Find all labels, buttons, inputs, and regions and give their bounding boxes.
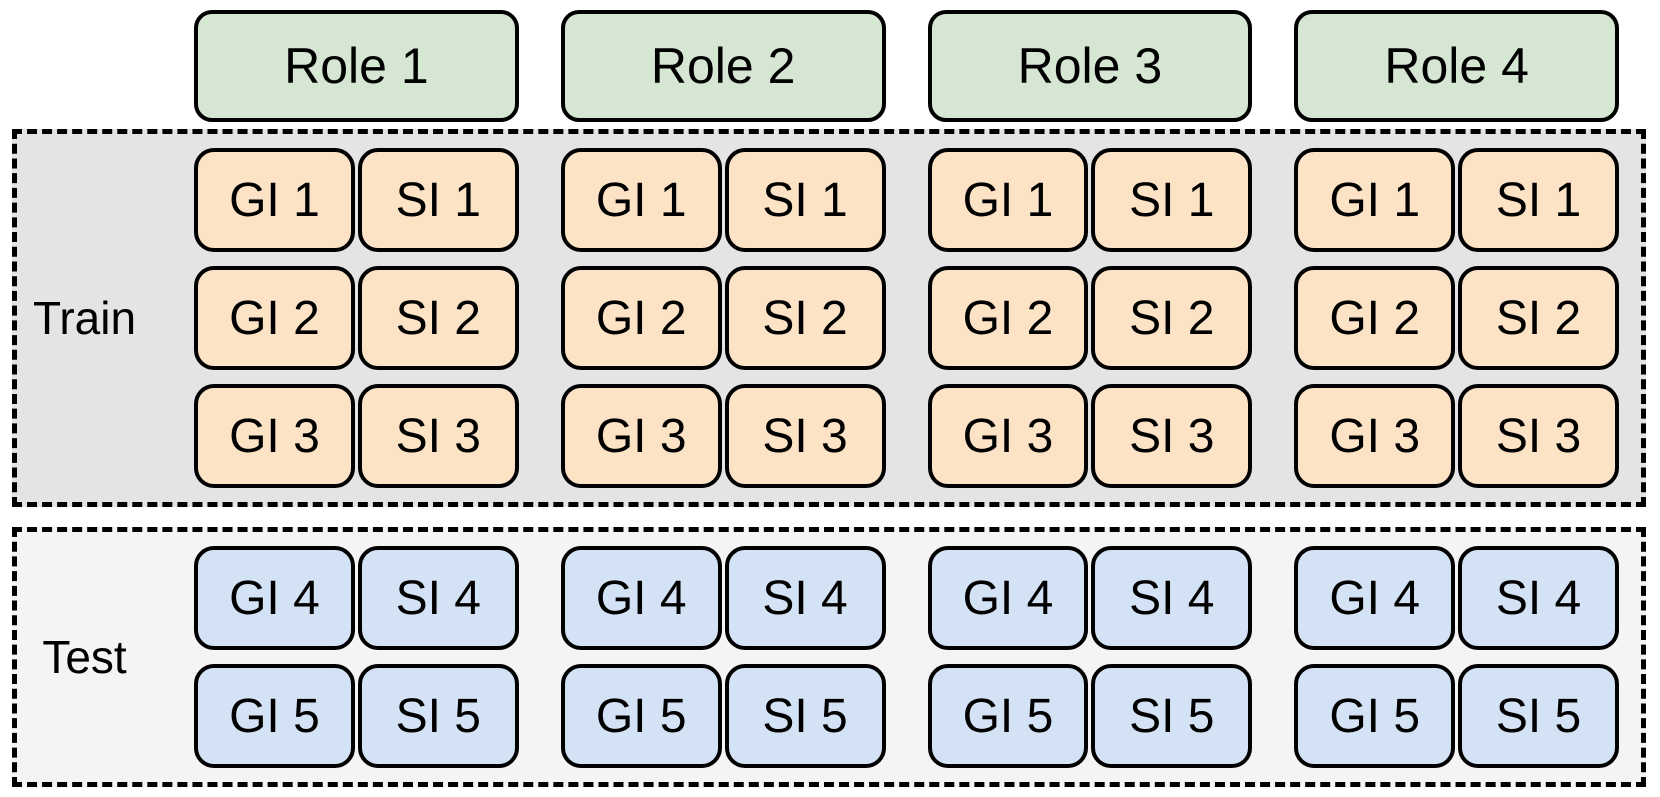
role-label: Role 3 (1017, 38, 1163, 94)
train-pair: GI 2 SI 2 (927, 266, 1253, 370)
si-box: SI 1 (1091, 148, 1253, 252)
gi-box: GI 4 (1294, 546, 1456, 650)
gi-box: GI 5 (1294, 664, 1456, 768)
gi-box: GI 4 (560, 546, 722, 650)
train-section-label: Train (32, 292, 137, 344)
si-box: SI 1 (1458, 148, 1619, 252)
test-pair: GI 5 SI 5 (927, 664, 1253, 768)
gi-box: GI 5 (927, 664, 1089, 768)
role-label: Role 2 (650, 38, 796, 94)
gi-box: GI 3 (194, 384, 355, 488)
train-pair: GI 1 SI 1 (560, 148, 886, 252)
gi-box: GI 2 (194, 266, 355, 370)
gi-box: GI 1 (560, 148, 722, 252)
role-header: Role 1 (194, 10, 519, 122)
si-box: SI 4 (1091, 546, 1253, 650)
gi-box: GI 1 (927, 148, 1089, 252)
si-box: SI 1 (357, 148, 519, 252)
test-section: Test GI 4 SI 4 GI 4 SI 4 GI 4 SI 4 GI 4 … (12, 527, 1646, 787)
gi-box: GI 2 (560, 266, 722, 370)
si-box: SI 4 (1458, 546, 1619, 650)
si-box: SI 4 (724, 546, 886, 650)
test-pair: GI 5 SI 5 (194, 664, 519, 768)
si-box: SI 3 (724, 384, 886, 488)
train-pair: GI 1 SI 1 (194, 148, 519, 252)
role-label: Role 1 (284, 38, 429, 94)
test-pair: GI 5 SI 5 (560, 664, 886, 768)
si-box: SI 2 (1458, 266, 1619, 370)
train-section: Train GI 1 SI 1 GI 1 SI 1 GI 1 SI 1 GI 1… (12, 129, 1646, 507)
gi-box: GI 2 (927, 266, 1089, 370)
gi-box: GI 1 (194, 148, 355, 252)
train-pair: GI 1 SI 1 (1294, 148, 1619, 252)
train-pair: GI 3 SI 3 (560, 384, 886, 488)
si-box: SI 5 (1091, 664, 1253, 768)
train-pair: GI 3 SI 3 (1294, 384, 1619, 488)
gi-box: GI 5 (560, 664, 722, 768)
train-pair: GI 2 SI 2 (194, 266, 519, 370)
si-box: SI 2 (724, 266, 886, 370)
test-pair: GI 4 SI 4 (927, 546, 1253, 650)
test-pair: GI 5 SI 5 (1294, 664, 1619, 768)
si-box: SI 2 (1091, 266, 1253, 370)
role-header-row: Role 1 Role 2 Role 3 Role 4 (12, 10, 1646, 122)
si-box: SI 3 (1091, 384, 1253, 488)
test-pair: GI 4 SI 4 (1294, 546, 1619, 650)
si-box: SI 5 (724, 664, 886, 768)
si-box: SI 5 (1458, 664, 1619, 768)
gi-box: GI 5 (194, 664, 355, 768)
role-header: Role 2 (560, 10, 886, 122)
gi-box: GI 3 (560, 384, 722, 488)
role-header: Role 4 (1294, 10, 1619, 122)
test-pair: GI 4 SI 4 (560, 546, 886, 650)
gi-box: GI 3 (1294, 384, 1456, 488)
si-box: SI 4 (357, 546, 519, 650)
gi-box: GI 3 (927, 384, 1089, 488)
si-box: SI 2 (357, 266, 519, 370)
train-pair: GI 1 SI 1 (927, 148, 1253, 252)
train-pair: GI 3 SI 3 (194, 384, 519, 488)
role-label: Role 4 (1384, 38, 1529, 94)
train-pair: GI 3 SI 3 (927, 384, 1253, 488)
si-box: SI 5 (357, 664, 519, 768)
gi-box: GI 4 (927, 546, 1089, 650)
si-box: SI 3 (1458, 384, 1619, 488)
si-box: SI 3 (357, 384, 519, 488)
test-pair: GI 4 SI 4 (194, 546, 519, 650)
test-section-label: Test (42, 631, 127, 683)
train-pair: GI 2 SI 2 (560, 266, 886, 370)
role-header: Role 3 (927, 10, 1253, 122)
gi-box: GI 1 (1294, 148, 1456, 252)
gi-box: GI 4 (194, 546, 355, 650)
gi-box: GI 2 (1294, 266, 1456, 370)
train-pair: GI 2 SI 2 (1294, 266, 1619, 370)
si-box: SI 1 (724, 148, 886, 252)
